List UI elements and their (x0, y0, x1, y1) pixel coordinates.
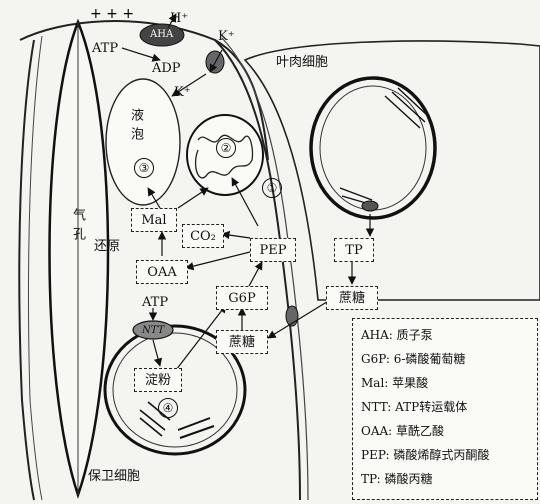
marker-2: ② (216, 138, 236, 158)
legend-item: TP: 磷酸丙糖 (361, 472, 433, 486)
mesophyll-cell-outline (243, 40, 540, 301)
arrow-pep-to-co2 (221, 230, 251, 240)
label-k-plus-inner: K⁺ (174, 85, 191, 100)
marker-4: ④ (158, 398, 178, 418)
arrow-starch-to-g6p (175, 304, 227, 371)
vacuole (105, 78, 181, 206)
label-reduction: 还原 (94, 239, 121, 254)
arrow-sucrose-meso-to-guard (267, 299, 331, 339)
aha-proton-pump (139, 23, 185, 47)
label-atp-mid: ATP (142, 295, 169, 310)
arrow-atp-to-adp (121, 47, 161, 62)
legend-item: PEP: 磷酸烯醇式丙酮酸 (361, 448, 490, 462)
arrow-g6p-to-pep (247, 261, 263, 289)
label-guard-cell: 保卫细胞 (88, 469, 141, 484)
label-k-plus-top: K⁺ (218, 29, 235, 44)
legend-item: AHA: 质子泵 (361, 328, 433, 342)
box-sucrose-mesophyll: 蔗糖 (326, 286, 378, 310)
arrow-k-in (209, 49, 223, 73)
cell-wall-left (18, 39, 35, 501)
legend-item: NTT: ATP转运载体 (361, 400, 468, 414)
box-oaa: OAA (136, 260, 188, 284)
arrow-pep-to-oaa (185, 251, 251, 271)
cell-wall-left-inner (28, 35, 43, 501)
label-adp: ADP (152, 61, 181, 76)
guard-cell-top-outline (19, 20, 269, 161)
ntt-transporter (132, 320, 174, 340)
legend: AHA: 质子泵 G6P: 6-磷酸葡萄糖 Mal: 苹果酸 NTT: ATP转… (352, 318, 538, 500)
label-stoma: 气孔 (70, 208, 85, 246)
arrow-ntt-to-starch (152, 339, 163, 367)
transporter-tp (361, 200, 379, 212)
label-ntt: NTT (142, 325, 165, 336)
label-mesophyll-cell: 叶肉细胞 (276, 55, 329, 70)
marker-3: ③ (134, 158, 154, 178)
arrow-mal-to-vacuole (147, 187, 161, 209)
legend-item: G6P: 6-磷酸葡萄糖 (361, 352, 466, 366)
arrow-pep-to-mito (231, 177, 259, 227)
label-vacuole: 液泡 (128, 108, 143, 146)
chloroplast-mesophyll (309, 76, 437, 220)
label-aha: AHA (150, 29, 174, 40)
box-sucrose-guard: 蔗糖 (216, 330, 268, 354)
svg-text:+ + +: + + + (90, 6, 134, 22)
marker-1: ① (262, 178, 282, 198)
label-atp-top: ATP (92, 41, 119, 56)
box-co2: CO₂ (182, 224, 224, 248)
chloroplast-guard (103, 324, 247, 456)
arrow-h-out (167, 13, 177, 29)
guard-cell-wall (221, 37, 309, 501)
arrow-mal-to-mito (177, 187, 209, 209)
box-tp: TP (334, 238, 374, 262)
box-starch: 淀粉 (134, 368, 182, 392)
arrow-k-to-vacuole (171, 73, 207, 97)
stoma-pore (48, 18, 110, 499)
box-mal: Mal (131, 208, 177, 232)
box-pep: PEP (250, 238, 296, 262)
box-g6p: G6P (216, 286, 268, 310)
legend-item: OAA: 草酰乙酸 (361, 424, 445, 438)
label-h-plus: H⁺ (170, 11, 189, 26)
legend-item: Mal: 苹果酸 (361, 376, 429, 390)
